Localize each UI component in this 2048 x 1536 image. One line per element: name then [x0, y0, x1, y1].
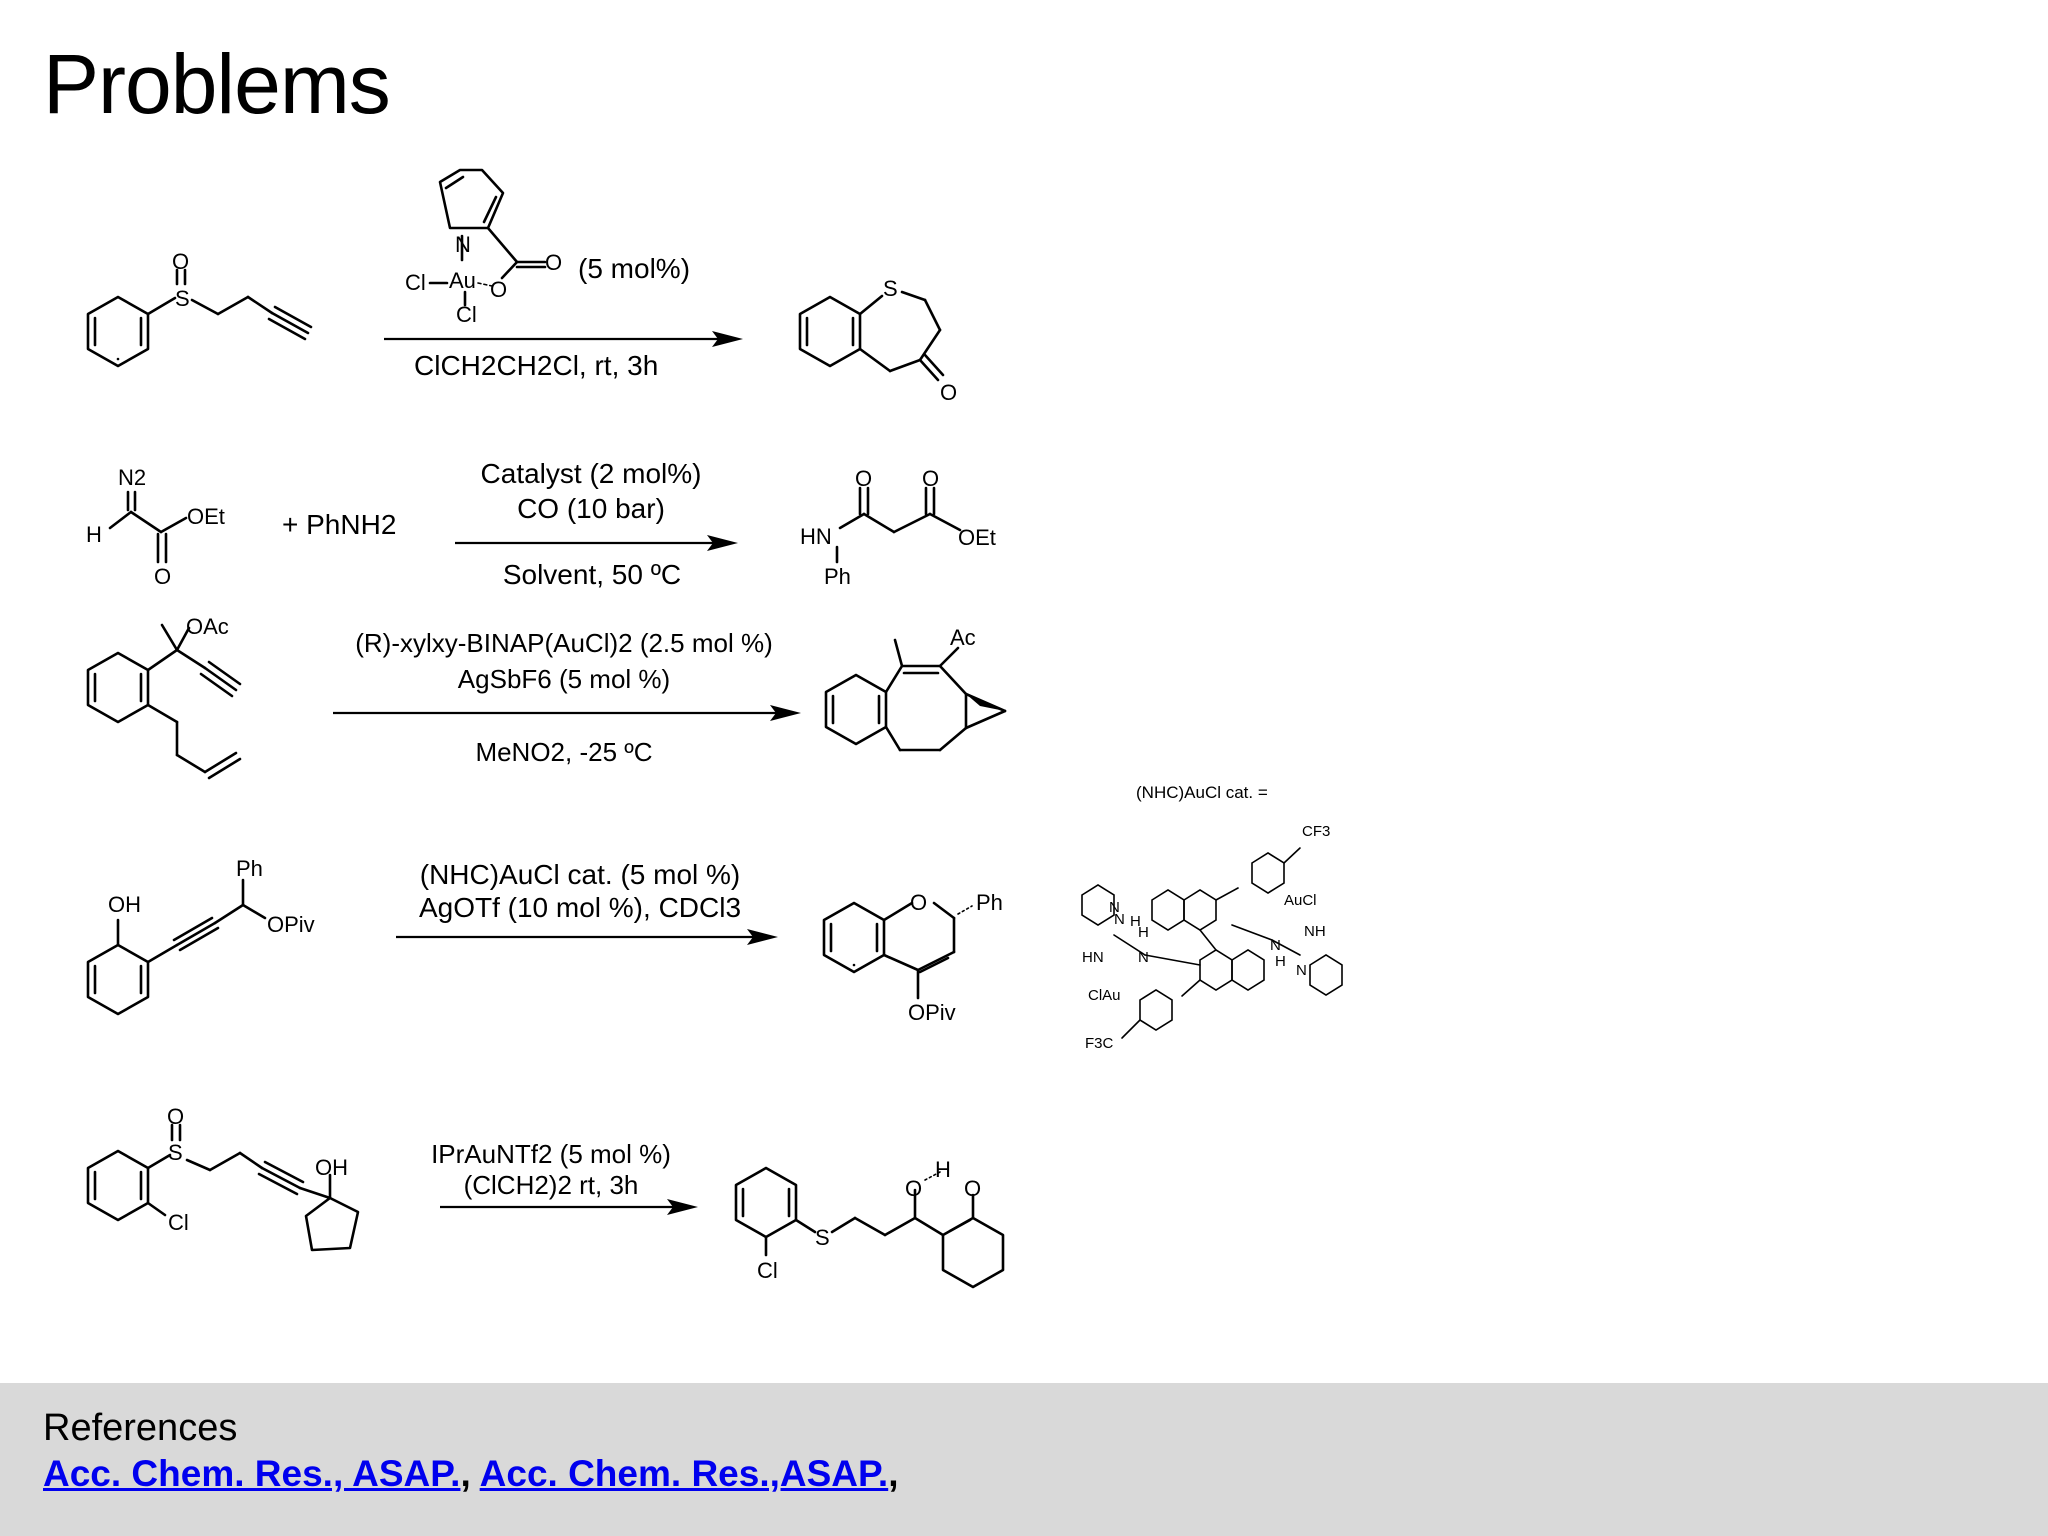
reaction-5-product: O H O S Cl [734, 1157, 1005, 1289]
atom-label: O [910, 890, 927, 915]
atom-label: OEt [187, 504, 225, 529]
conditions-above: AgOTf (10 mol %), CDCl3 [419, 892, 741, 923]
reaction-1-catalyst: N Cl Au O O Cl (5 mol%) [405, 168, 690, 327]
atom-label: OAc [186, 614, 229, 639]
reaction-1-substrate: O S [86, 249, 313, 368]
reaction-3-product: Ac [824, 625, 1007, 752]
conditions-below: ClCH2CH2Cl, rt, 3h [414, 350, 658, 381]
atom-label: Cl [405, 270, 426, 295]
catalyst-label: (NHC)AuCl cat. = [1136, 783, 1268, 802]
reference-link-2[interactable]: Acc. Chem. Res.,ASAP. [479, 1453, 889, 1494]
atom-label: N [1109, 899, 1120, 916]
atom-label: N2 [118, 465, 146, 490]
references-footer: References Acc. Chem. Res., ASAP., Acc. … [0, 1383, 2048, 1536]
atom-label: OEt [958, 525, 996, 550]
atom-label: OPiv [267, 912, 315, 937]
atom-label: O [905, 1176, 922, 1201]
conditions-above: IPrAuNTf2 (5 mol %) [431, 1139, 671, 1169]
arrow-head [667, 1199, 698, 1215]
reaction-1-product: S O [798, 276, 957, 405]
atom-label: OH [315, 1155, 348, 1180]
atom-label: N [1270, 937, 1281, 954]
atom-label: N [455, 232, 471, 257]
reference-links: Acc. Chem. Res., ASAP., Acc. Chem. Res.,… [43, 1453, 898, 1495]
atom-label: H [86, 522, 102, 547]
atom-label: O [172, 249, 189, 274]
references-label: References [43, 1407, 238, 1449]
atom-label: Ph [824, 564, 851, 589]
arrow-head [747, 929, 778, 945]
atom-label: H [1138, 924, 1149, 941]
slide-title: Problems [43, 37, 391, 131]
atom-label: S [815, 1225, 830, 1250]
arrow-head [707, 535, 738, 551]
atom-label: Ph [236, 856, 263, 881]
link-separator: , [888, 1453, 899, 1494]
reaction-5: O S OH Cl IPrAuNTf2 (5 mol %) (ClCH2)2 r… [86, 1104, 1005, 1289]
catalyst-loading: (5 mol%) [578, 253, 690, 284]
reaction-2: N2 H OEt O + PhNH2 Catalyst (2 mol%) CO … [86, 458, 996, 590]
atom-label: N [1296, 962, 1307, 979]
atom-label: F3C [1085, 1035, 1114, 1052]
atom-label: AuCl [1284, 892, 1317, 909]
atom-label: HN [800, 524, 832, 549]
atom-label: O [167, 1104, 184, 1129]
arrow-head [712, 331, 743, 347]
atom-label: O [964, 1176, 981, 1201]
conditions-above: AgSbF6 (5 mol %) [458, 664, 670, 694]
atom-label: O [922, 466, 939, 491]
atom-label: Ph [976, 890, 1003, 915]
atom-label: Ac [950, 625, 976, 650]
atom-label: Au [449, 268, 476, 293]
conditions-below: Solvent, 50 ºC [503, 559, 681, 590]
atom-label: S [883, 276, 898, 301]
conditions-above: (R)-xylxy-BINAP(AuCl)2 (2.5 mol %) [355, 628, 773, 658]
arrow-head [770, 705, 801, 721]
reaction-2-substrate: N2 H OEt O [86, 465, 225, 589]
atom-label: Cl [168, 1210, 189, 1235]
atom-label: O [545, 250, 562, 275]
atom-label: H [1275, 953, 1286, 970]
atom-label: S [168, 1140, 183, 1165]
atom-label: ClAu [1088, 987, 1121, 1004]
conditions-above: Catalyst (2 mol%) [481, 458, 702, 489]
nhc-catalyst-structure: (NHC)AuCl cat. = CF3 AuCl N H [1081, 783, 1343, 1052]
reaction-4-product: O Ph OPiv [822, 890, 1003, 1025]
atom-label: N [1114, 911, 1125, 928]
atom-label: N [1138, 949, 1149, 966]
atom-label: O [490, 277, 507, 302]
atom-label: O [940, 380, 957, 405]
reference-link-1[interactable]: Acc. Chem. Res., ASAP. [43, 1453, 461, 1494]
reaction-1: O S N Cl Au O O Cl (5 mol%) ClCH2CH2Cl, … [86, 168, 957, 405]
atom-label: H [935, 1157, 951, 1182]
conditions-above: CO (10 bar) [517, 493, 665, 524]
atom-label: OH [108, 892, 141, 917]
atom-label: O [855, 466, 872, 491]
reaction-4: OH Ph OPiv (NHC)AuCl cat. (5 mol %) AgOT… [86, 783, 1343, 1052]
atom-label: O [154, 564, 171, 589]
atom-label: H [1130, 913, 1141, 930]
atom-label: S [175, 286, 190, 311]
atom-label: Cl [757, 1258, 778, 1283]
reaction-3: OAc (R)-xylxy-BINAP(AuCl)2 (2.5 mol %) A… [86, 614, 1007, 780]
link-separator: , [460, 1453, 471, 1494]
conditions-above: (NHC)AuCl cat. (5 mol %) [420, 859, 740, 890]
reaction-4-substrate: OH Ph OPiv [86, 856, 315, 1016]
atom-label: Cl [456, 302, 477, 327]
atom-label: NH [1304, 923, 1326, 940]
reaction-3-substrate: OAc [86, 614, 242, 780]
reaction-2-product: O O HN OEt Ph [800, 466, 996, 589]
conditions-below: MeNO2, -25 ºC [475, 737, 652, 767]
atom-label: HN [1082, 949, 1104, 966]
reaction-5-substrate: O S OH Cl [86, 1104, 360, 1252]
conditions-above: (ClCH2)2 rt, 3h [464, 1170, 639, 1200]
atom-label: CF3 [1302, 823, 1330, 840]
atom-label: OPiv [908, 1000, 956, 1025]
reagent: + PhNH2 [282, 509, 396, 540]
